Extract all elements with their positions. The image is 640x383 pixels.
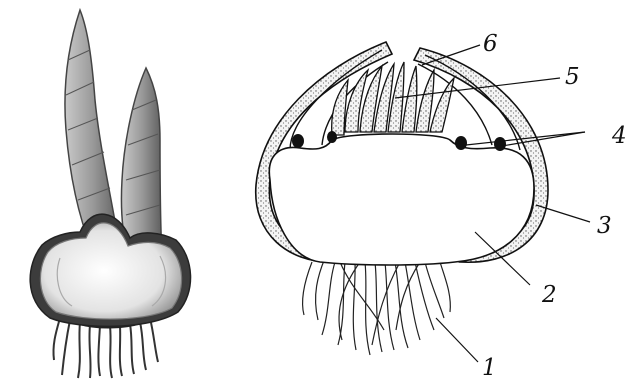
label-2: 2 — [541, 282, 557, 308]
left-shoot — [65, 10, 120, 250]
shaded-bulb-illustration — [30, 10, 190, 378]
label-4: 4 — [611, 123, 627, 149]
bulb-line-diagram: 1 2 3 4 5 6 — [256, 31, 627, 381]
label-6: 6 — [483, 31, 498, 57]
right-shoot — [121, 68, 162, 255]
label-5: 5 — [565, 64, 580, 90]
label-1: 1 — [482, 355, 497, 381]
bulb-bottom — [269, 134, 534, 265]
label-3: 3 — [597, 213, 612, 239]
adventitious-roots — [303, 258, 451, 355]
